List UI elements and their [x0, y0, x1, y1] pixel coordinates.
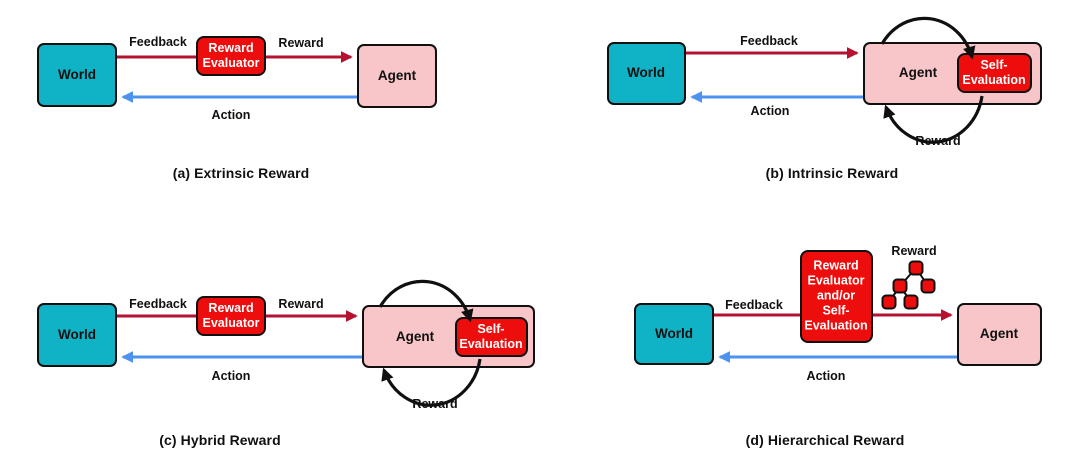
panel-d-combined-evaluator-line-5: Evaluation: [804, 318, 868, 333]
tree-edge: [915, 267, 929, 287]
panel-c-reward-evaluator-box: [196, 296, 266, 336]
panel-a-reward-evaluator-box: [196, 36, 266, 76]
panel-c-loop-reward-label: Reward: [412, 397, 458, 411]
panel-c-reward-evaluator-label: Reward Evaluator: [203, 301, 260, 331]
panel-b-world-label: World: [627, 65, 665, 80]
panel-c-feedback-label: Feedback: [129, 297, 187, 311]
panel-b-self-evaluation-box: [957, 53, 1032, 93]
panel-a-reward-evaluator-line-1: Reward: [208, 41, 254, 55]
panel-b-agent-label: Agent: [898, 65, 938, 80]
panel-c-self-evaluation-box: [455, 317, 528, 357]
tree-node: [892, 278, 908, 294]
panel-d-combined-evaluator-box: [800, 250, 873, 343]
panel-d-agent-label: Agent: [979, 326, 1019, 341]
panel-a-caption: (a) Extrinsic Reward: [172, 165, 310, 181]
panel-c-reward-evaluator-line-1: Reward: [208, 301, 254, 315]
panel-a-feedback-label: Feedback: [129, 35, 187, 49]
tree-node: [881, 294, 897, 310]
panel-d-agent-box: [957, 303, 1042, 366]
panel-d-tree-reward-label: Reward: [891, 244, 937, 258]
panel-b-self-evaluation-line-1: Self-: [980, 58, 1008, 72]
tree-edge: [899, 285, 912, 303]
tree-edge: [888, 285, 901, 303]
panel-c-self-evaluation-label: Self- Evaluation: [459, 322, 522, 352]
panel-d-caption: (d) Hierarchical Reward: [745, 432, 905, 448]
panel-d-world-box: [634, 303, 714, 365]
panel-d-combined-evaluator-line-2: Evaluator: [807, 273, 865, 288]
panel-c-agent-label: Agent: [395, 329, 435, 344]
panel-b-feedback-label: Feedback: [740, 34, 798, 48]
tree-node: [903, 294, 919, 310]
tree-node: [920, 278, 936, 294]
panel-d-action-label: Action: [806, 369, 846, 383]
panel-a-agent-label: Agent: [377, 68, 417, 83]
panel-c-self-evaluation-line-2: Evaluation: [459, 337, 523, 351]
panel-b-self-evaluation-label: Self- Evaluation: [962, 58, 1025, 88]
panel-d-combined-evaluator-line-3: and/or: [816, 288, 856, 303]
panel-d-combined-evaluator-label: Reward Evaluator and/or Self- Evaluation: [804, 259, 867, 334]
panel-d-reward-tree-icon: [881, 260, 936, 310]
panel-a-reward-evaluator-line-2: Evaluator: [202, 56, 260, 70]
panel-b-action-label: Action: [750, 104, 790, 118]
panel-b-world-box: [607, 42, 686, 105]
tree-edge: [899, 267, 917, 287]
panel-c-caption: (c) Hybrid Reward: [159, 432, 281, 448]
panel-c-reward-label: Reward: [278, 297, 324, 311]
panel-b-self-evaluation-line-2: Evaluation: [962, 73, 1026, 87]
panel-d-combined-evaluator-line-1: Reward: [813, 258, 859, 273]
panel-b-caption: (b) Intrinsic Reward: [765, 165, 899, 181]
panel-a-world-label: World: [58, 67, 96, 82]
panel-a-action-label: Action: [211, 108, 251, 122]
panel-c-world-box: [37, 303, 117, 367]
panel-b-loop-reward-label: Reward: [915, 134, 961, 148]
panel-c-self-evaluation-line-1: Self-: [477, 322, 505, 336]
panel-d-feedback-label: Feedback: [725, 298, 783, 312]
panel-a-agent-box: [357, 44, 437, 108]
panel-c-world-label: World: [58, 327, 96, 342]
panel-a-reward-label: Reward: [278, 36, 324, 50]
panel-c-reward-evaluator-line-2: Evaluator: [202, 316, 260, 330]
panel-d-world-label: World: [655, 326, 693, 341]
panel-a-reward-evaluator-label: Reward Evaluator: [203, 41, 260, 71]
tree-node: [908, 260, 924, 276]
panel-a-world-box: [37, 43, 117, 107]
panel-c-action-label: Action: [211, 369, 251, 383]
panel-d-combined-evaluator-line-4: Self-: [822, 303, 850, 318]
